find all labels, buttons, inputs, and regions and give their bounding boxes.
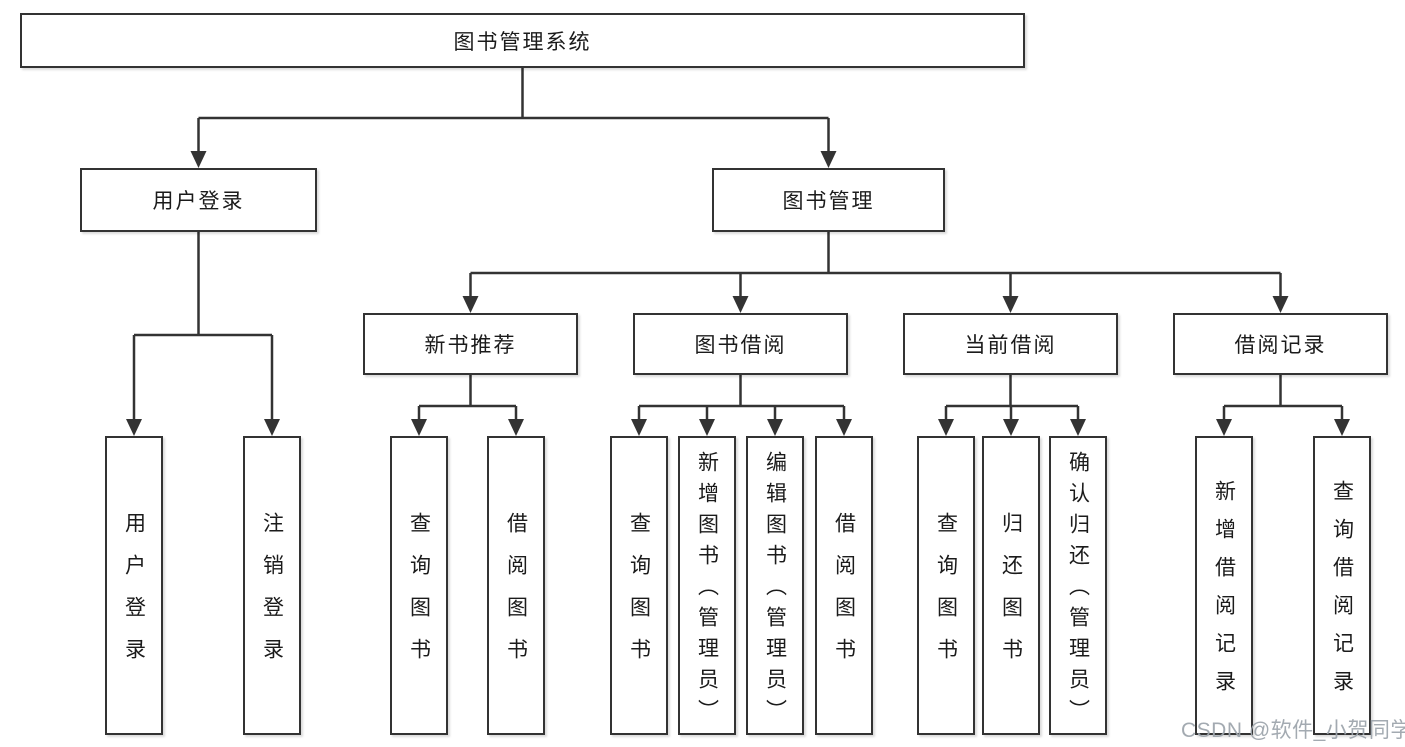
node-label: 编辑图书（管理员） <box>763 451 787 730</box>
node-label: 注销登录 <box>260 512 284 680</box>
node-new-book-recommendation: 新书推荐 <box>363 313 578 375</box>
node-label: 当前借阅 <box>964 334 1057 357</box>
arrow-down-icon <box>411 419 427 436</box>
node-add-borrow-record: 新增借阅记录 <box>1195 436 1253 735</box>
arrow-down-icon <box>938 419 954 436</box>
node-label: 新增借阅记录 <box>1212 480 1236 708</box>
node-label: 用户登录 <box>122 512 146 680</box>
arrow-down-icon <box>820 151 837 168</box>
node-book-borrowing: 图书借阅 <box>633 313 848 375</box>
node-label: 借阅图书 <box>832 512 856 680</box>
arrow-down-icon <box>1334 419 1350 436</box>
node-query-books-borrow: 查询图书 <box>610 436 668 735</box>
node-label: 查询借阅记录 <box>1330 480 1354 708</box>
node-return-books: 归还图书 <box>982 436 1040 735</box>
node-add-books-admin: 新增图书（管理员） <box>678 436 736 735</box>
arrowheads <box>126 151 1350 436</box>
arrow-down-icon <box>1272 296 1289 313</box>
node-query-borrow-record: 查询借阅记录 <box>1313 436 1371 735</box>
node-label: 借阅记录 <box>1234 334 1327 357</box>
node-query-books-current: 查询图书 <box>917 436 975 735</box>
csdn-watermark: CSDN @软件_小贺同学 <box>1181 719 1405 742</box>
arrow-down-icon <box>264 419 280 436</box>
arrow-down-icon <box>699 419 715 436</box>
node-label: 新书推荐 <box>424 334 517 357</box>
node-label: 图书管理 <box>782 190 875 213</box>
node-edit-books-admin: 编辑图书（管理员） <box>746 436 804 735</box>
arrow-down-icon <box>631 419 647 436</box>
arrow-down-icon <box>1216 419 1232 436</box>
node-label: 图书借阅 <box>694 334 787 357</box>
node-borrowing-records: 借阅记录 <box>1173 313 1388 375</box>
arrow-down-icon <box>190 151 207 168</box>
arrow-down-icon <box>126 419 142 436</box>
node-borrow-books-leaf: 借阅图书 <box>815 436 873 735</box>
node-label: 用户登录 <box>152 190 245 213</box>
node-book-management: 图书管理 <box>712 168 945 232</box>
node-current-borrowing: 当前借阅 <box>903 313 1118 375</box>
arrow-down-icon <box>836 419 852 436</box>
node-label: 确认归还（管理员） <box>1066 451 1090 730</box>
arrow-down-icon <box>508 419 524 436</box>
node-label: 查询图书 <box>407 512 431 680</box>
arrow-down-icon <box>1002 296 1019 313</box>
node-query-books-recommend: 查询图书 <box>390 436 448 735</box>
node-user-login-leaf: 用户登录 <box>105 436 163 735</box>
node-label: 归还图书 <box>999 512 1023 680</box>
arrow-down-icon <box>462 296 479 313</box>
arrow-down-icon <box>1003 419 1019 436</box>
node-user-login: 用户登录 <box>80 168 317 232</box>
node-library-management-system: 图书管理系统 <box>20 13 1025 68</box>
node-label: 图书管理系统 <box>453 30 592 54</box>
node-label: 借阅图书 <box>504 512 528 680</box>
connector-paths <box>132 68 1344 420</box>
node-label: 新增图书（管理员） <box>695 451 719 730</box>
node-confirm-return-admin: 确认归还（管理员） <box>1049 436 1107 735</box>
node-label: 查询图书 <box>627 512 651 680</box>
arrow-down-icon <box>732 296 749 313</box>
node-borrow-books-recommend: 借阅图书 <box>487 436 545 735</box>
arrow-down-icon <box>1070 419 1086 436</box>
node-label: 查询图书 <box>934 512 958 680</box>
node-logout: 注销登录 <box>243 436 301 735</box>
arrow-down-icon <box>767 419 783 436</box>
